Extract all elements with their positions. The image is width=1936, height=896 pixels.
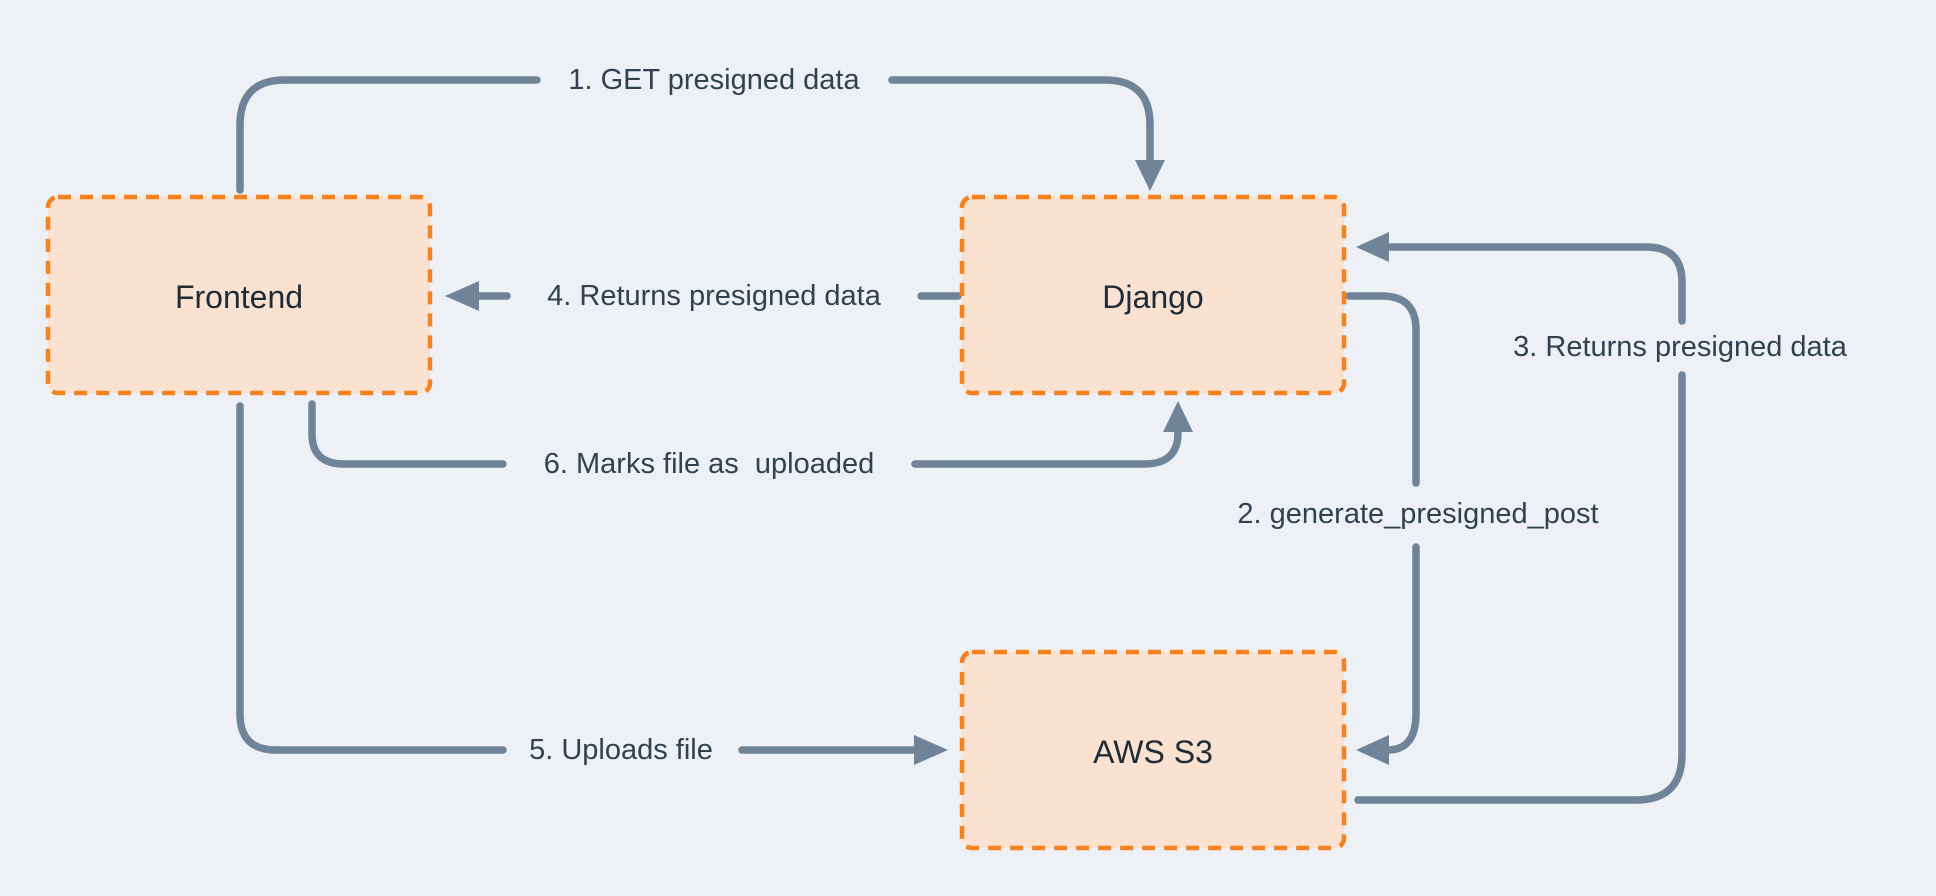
aws-s3-label: AWS S3 bbox=[1093, 734, 1213, 770]
arrowhead-left-icon bbox=[445, 281, 479, 311]
edge-1-segment-left bbox=[236, 76, 541, 194]
frontend-label: Frontend bbox=[175, 279, 303, 315]
edge-2-label: 2. generate_presigned_post bbox=[1237, 498, 1598, 530]
django-box bbox=[959, 194, 1347, 396]
edge-1-get-presigned-data: 1. GET presigned data bbox=[236, 64, 1165, 194]
edge-5-uploads-file: 5. Uploads file bbox=[236, 402, 948, 766]
edge-3-segment-top bbox=[1384, 243, 1686, 325]
arrowhead-right-icon bbox=[914, 735, 948, 765]
edge-5-segment-left bbox=[236, 402, 507, 754]
edge-2-segment-bottom bbox=[1384, 543, 1420, 754]
node-aws-s3: AWS S3 bbox=[959, 649, 1347, 851]
edge-4-returns-presigned-data: 4. Returns presigned data bbox=[445, 280, 962, 312]
arrowhead-left-icon bbox=[1356, 232, 1389, 262]
edge-1-label: 1. GET presigned data bbox=[568, 64, 860, 96]
edge-3-segment-bottom bbox=[1354, 371, 1686, 804]
arrowhead-down-icon bbox=[1135, 160, 1165, 191]
edge-6-segment-right bbox=[911, 429, 1182, 468]
edge-6-marks-file-uploaded: 6. Marks file as uploaded bbox=[308, 400, 1193, 480]
edge-4-label: 4. Returns presigned data bbox=[547, 280, 882, 312]
edge-5-label: 5. Uploads file bbox=[529, 734, 713, 766]
django-label: Django bbox=[1102, 279, 1203, 315]
node-django: Django bbox=[959, 194, 1347, 396]
edge-3-returns-presigned-data: 3. Returns presigned data bbox=[1354, 232, 1848, 804]
node-frontend: Frontend bbox=[45, 194, 433, 396]
edge-6-label: 6. Marks file as uploaded bbox=[544, 448, 874, 480]
edge-6-segment-left bbox=[308, 400, 507, 468]
frontend-box bbox=[45, 194, 433, 396]
edge-1-segment-right bbox=[888, 76, 1154, 164]
arrowhead-left-icon bbox=[1356, 735, 1389, 765]
aws-s3-box bbox=[959, 649, 1347, 851]
edge-2-segment-top bbox=[1345, 292, 1420, 487]
arrowhead-up-icon bbox=[1163, 401, 1193, 432]
edge-2-generate-presigned-post: 2. generate_presigned_post bbox=[1237, 292, 1599, 765]
edge-3-label: 3. Returns presigned data bbox=[1513, 331, 1848, 363]
